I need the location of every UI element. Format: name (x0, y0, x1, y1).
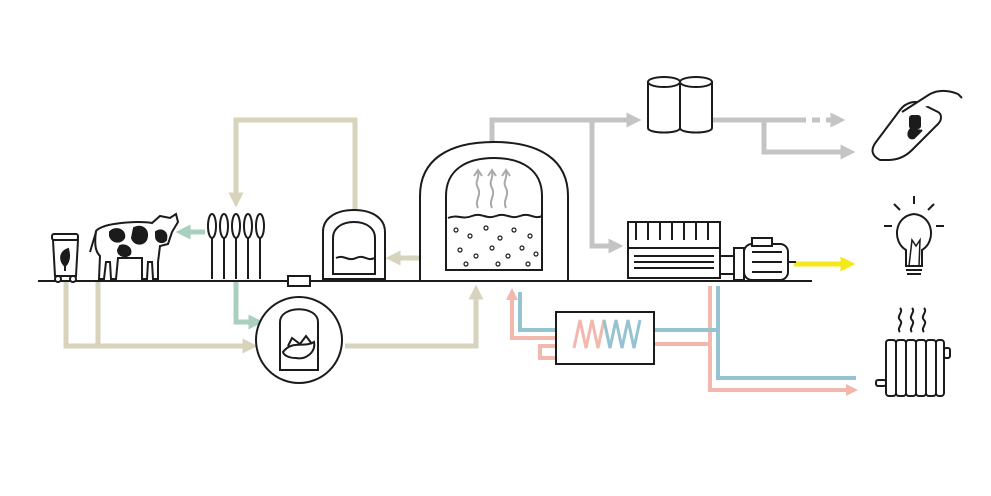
heat-cold-to-radiator (716, 286, 856, 380)
digestate-flow-lines (175, 224, 264, 330)
feed-line-hydrolysis-digester (345, 284, 484, 349)
heat-hot-to-radiator (708, 286, 858, 396)
biogas-flow-lines (489, 112, 856, 254)
gas-to-chp (589, 120, 624, 254)
wheat-stalk-1 (207, 213, 217, 279)
digester-icon (419, 140, 569, 282)
engine-icon (627, 221, 721, 279)
heat-cold-digester (518, 292, 556, 332)
feedstock-flow-lines (63, 117, 484, 354)
gas-digester-up (489, 112, 642, 142)
heat-hot-digester (506, 288, 556, 340)
wheat-stalk-2 (219, 213, 229, 279)
bin-icon (51, 233, 80, 283)
cow-icon (89, 212, 180, 280)
heat-flow-lines (506, 286, 858, 396)
feed-line-bin (63, 282, 258, 354)
radiator-icon (875, 307, 951, 397)
wheat-icon (207, 213, 265, 279)
storage-tank-icon (322, 208, 386, 280)
gas-rising-arrows (473, 168, 511, 209)
wheat-stalk-5 (255, 213, 265, 279)
digester-bubbles (453, 225, 539, 267)
fuel-nozzle-icon (871, 90, 963, 161)
generator-icon (719, 237, 796, 281)
wheat-stalk-4 (243, 213, 253, 279)
digestate-to-hydrolysis (233, 282, 264, 330)
gas-cylinders-icon (647, 76, 713, 134)
heat-exchanger-icon (555, 311, 655, 365)
heat-hot-exchanger-loop (538, 344, 556, 360)
light-bulb-icon (884, 196, 944, 275)
wheat-stalk-3 (231, 213, 241, 279)
feed-line-loop (228, 117, 358, 210)
round-tank-icon (255, 275, 343, 384)
gas-to-fuel (761, 120, 856, 160)
